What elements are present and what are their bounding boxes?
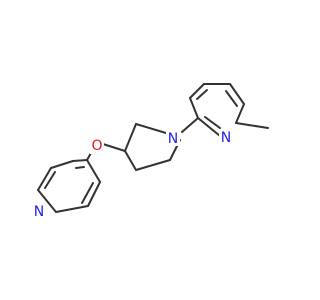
ether-oxygen: O: [90, 138, 104, 154]
ether-linkage: [86, 143, 126, 161]
pyrrolidine-ring: [124, 123, 181, 171]
molecule-structure: N O N N: [32, 83, 269, 220]
ether-o-label: O: [91, 138, 102, 154]
methylpyridine-nitrogen: N: [219, 130, 233, 146]
n-aryl-bond: [181, 117, 199, 133]
methylpyridine-n-label: N: [221, 130, 231, 146]
methylpyridine-ring: [189, 83, 245, 137]
pyrrolidine-n-label: N: [168, 131, 178, 147]
methyl-group: [235, 122, 269, 129]
pyrrolidine-nitrogen: N: [166, 130, 180, 147]
pyridine-nitrogen: N: [32, 203, 46, 220]
pyridine-n-label: N: [34, 204, 44, 220]
pyridine-ring: [37, 159, 101, 213]
